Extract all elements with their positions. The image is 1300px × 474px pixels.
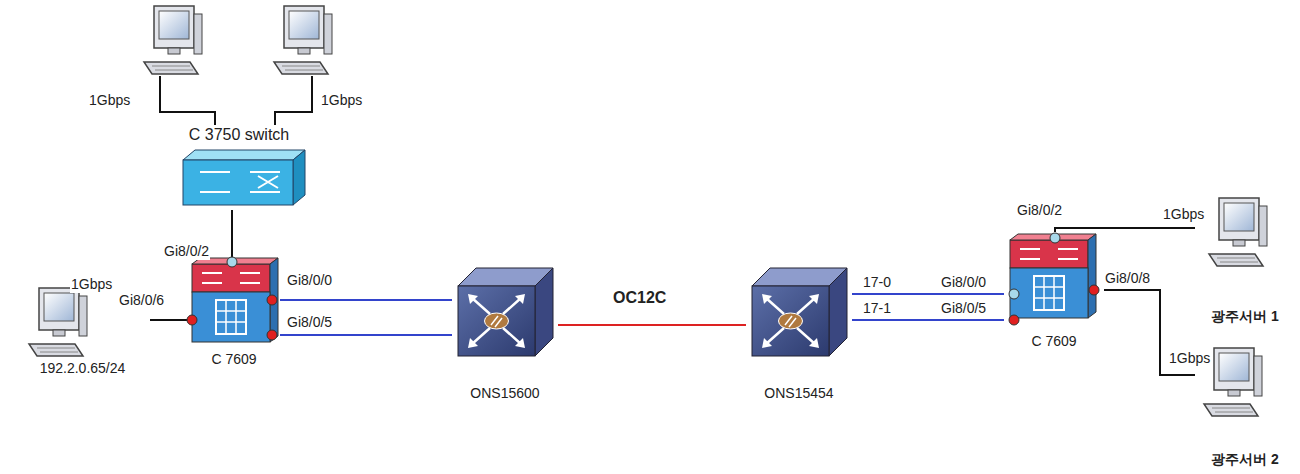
speed-label: 1Gbps (320, 92, 363, 109)
speed-label: 1Gbps (88, 92, 131, 109)
port-dot (1089, 285, 1099, 295)
port-label: Gi8/0/0 (940, 274, 987, 291)
port-label: Gi8/0/5 (940, 300, 987, 317)
port-label: Gi8/0/2 (1016, 202, 1063, 219)
port-dot (1009, 315, 1019, 325)
network-link (280, 334, 452, 336)
port-label: Gi8/0/0 (286, 272, 333, 289)
port-dot (267, 330, 277, 340)
network-link (852, 319, 1004, 321)
network-link (231, 210, 233, 258)
link-label: 1Gbps (1162, 206, 1205, 223)
port-label: Gi8/0/2 (163, 243, 210, 260)
port-dot (267, 295, 277, 305)
port-dot (1009, 289, 1019, 299)
port-dot (227, 257, 237, 267)
port-label: Gi8/0/6 (118, 292, 165, 309)
node-label: C 3750 switch (189, 125, 290, 144)
ons-node: ONS15600 (452, 262, 558, 402)
port-label: Gi8/0/5 (286, 314, 333, 331)
port-label: Gi8/0/8 (1104, 270, 1151, 287)
switch-node: C 3750 switch (168, 125, 310, 210)
node-label: 광주서버 2 (1211, 451, 1279, 468)
node-label: 광주서버 1 (1211, 308, 1279, 325)
network-link (558, 324, 746, 326)
port-label: 17-1 (862, 300, 892, 317)
port-dot (187, 315, 197, 325)
link-label: 1Gbps (1168, 350, 1211, 367)
node-label: ONS15600 (470, 385, 539, 402)
link-label: OC12C (612, 288, 667, 307)
network-link (280, 299, 452, 301)
server-node: 광주서버 1 (1195, 195, 1295, 325)
network-link (852, 293, 1004, 295)
network-link (150, 319, 188, 321)
node-label: C 7609 (1031, 333, 1076, 350)
router-node: C 7609 (188, 258, 280, 368)
node-label: C 7609 (211, 351, 256, 368)
port-label: 17-0 (862, 274, 892, 291)
port-dot (1050, 233, 1060, 243)
ons-node: ONS15454 (746, 262, 852, 402)
link-label: 1Gbps (70, 276, 113, 293)
router-node: C 7609 (1004, 232, 1104, 350)
node-label: 192.2.0.65/24 (40, 360, 126, 377)
network-link (1055, 228, 1195, 232)
node-label: ONS15454 (764, 385, 833, 402)
